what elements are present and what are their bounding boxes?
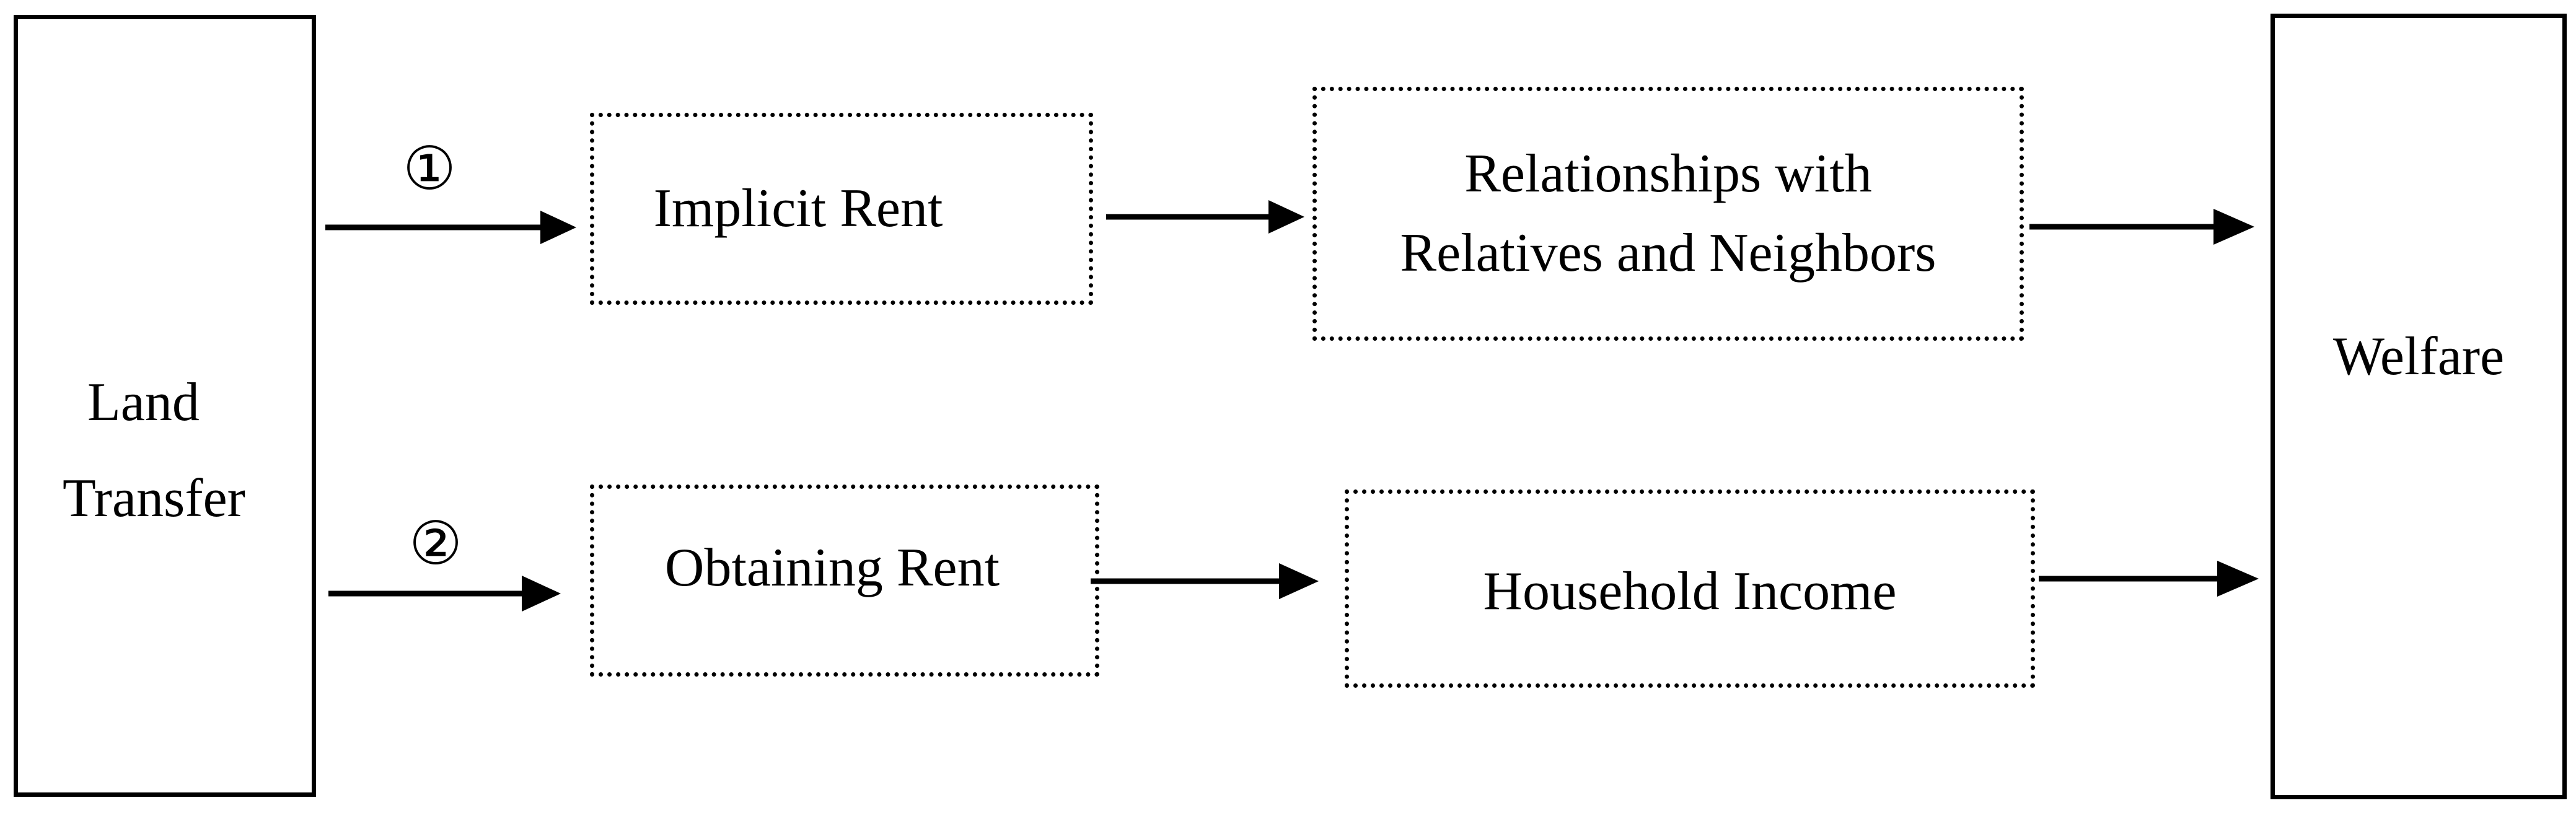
path-1-marker: ① (403, 136, 457, 202)
relationships-box: Relationships with Relatives and Neighbo… (1312, 87, 2024, 341)
relationships-line1: Relationships with (1464, 144, 1872, 204)
welfare-box: Welfare (2270, 14, 2567, 799)
path-2-marker: ② (409, 511, 463, 577)
relationships-line2: Relatives and Neighbors (1400, 223, 1936, 283)
implicit-rent-box: Implicit Rent (590, 113, 1093, 305)
arrow-land-to-obtaining-rent (328, 576, 561, 612)
arrow-obtaining-rent-to-household-income (1091, 563, 1319, 599)
implicit-rent-label: Implicit Rent (653, 178, 943, 239)
land-transfer-box: Land Transfer (14, 15, 316, 797)
obtaining-rent-label: Obtaining Rent (664, 538, 1000, 599)
land-transfer-label: Land Transfer (18, 19, 312, 792)
arrow-implicit-rent-to-relationships (1106, 200, 1304, 234)
arrow-household-income-to-welfare (2039, 561, 2259, 597)
obtaining-rent-box: Obtaining Rent (590, 485, 1099, 677)
welfare-label: Welfare (2332, 327, 2505, 387)
arrow-land-to-implicit-rent (325, 211, 576, 244)
household-income-box: Household Income (1345, 489, 2035, 688)
land-transfer-line1: Land (87, 372, 200, 432)
land-transfer-line2: Transfer (63, 468, 245, 529)
arrow-relationships-to-welfare (2029, 209, 2254, 245)
household-income-label: Household Income (1483, 561, 1897, 622)
relationships-label: Relationships with Relatives and Neighbo… (1400, 134, 1936, 292)
